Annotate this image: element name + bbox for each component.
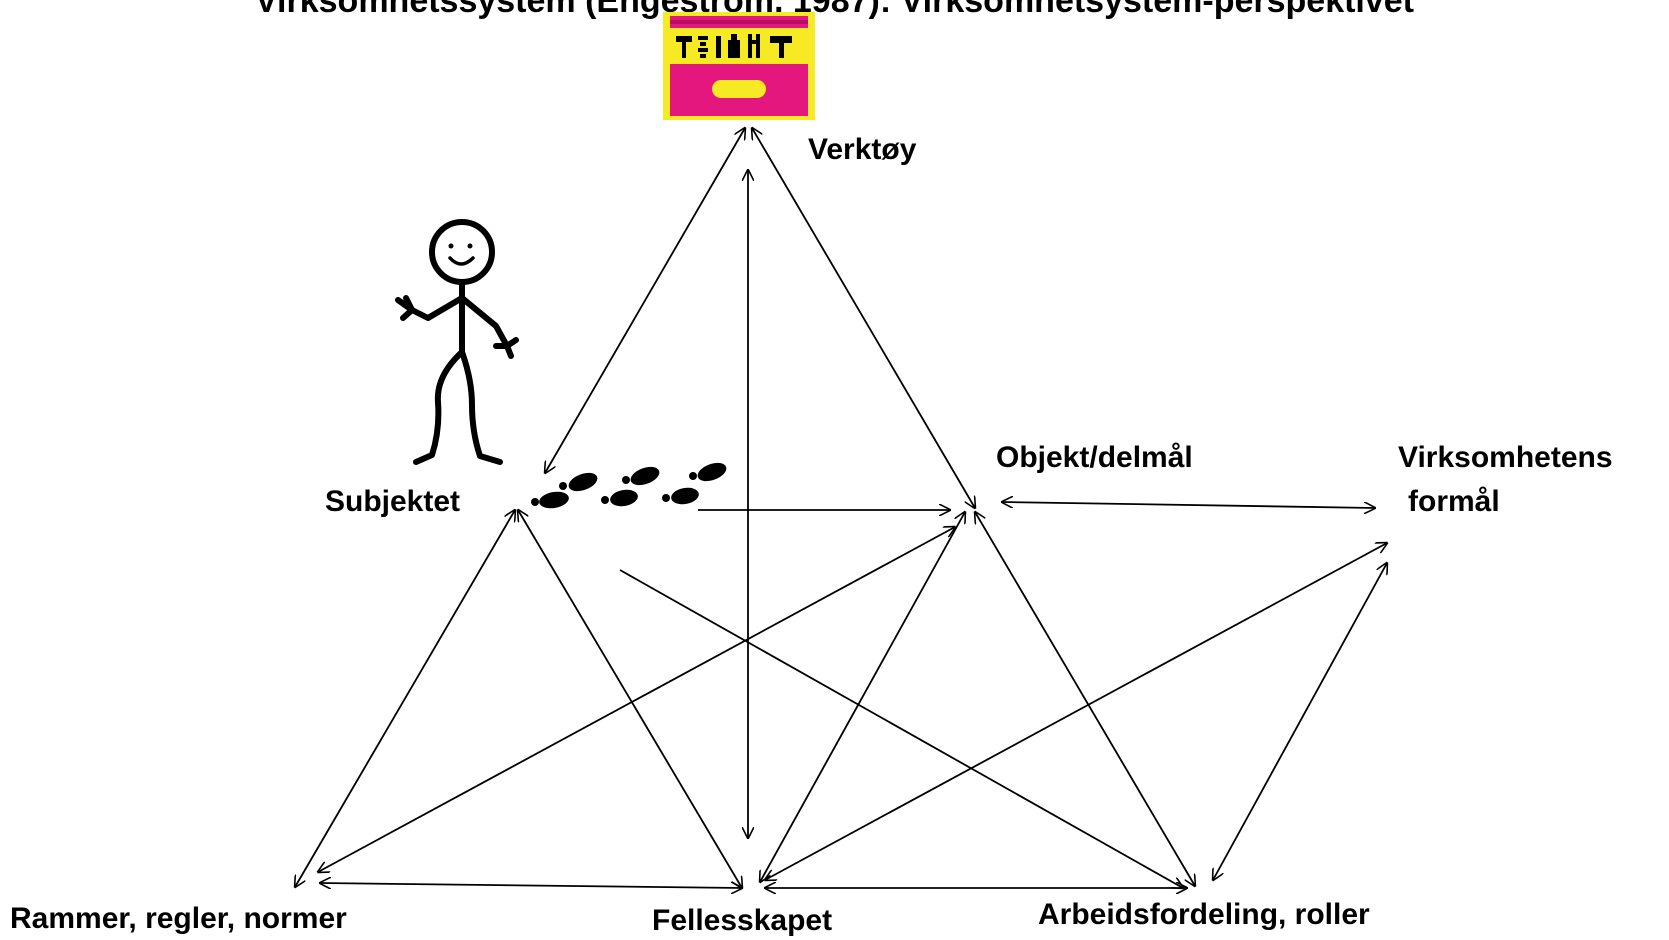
arrow-community-purpose	[765, 543, 1387, 880]
arrow-subject-community	[518, 510, 742, 888]
node-division-label: Arbeidsfordeling, roller	[1038, 898, 1370, 931]
node-community-label: Fellesskapet	[652, 904, 833, 937]
arrow-rules-community	[320, 883, 742, 888]
node-tools-label: Verktøy	[808, 133, 917, 166]
edges	[295, 128, 1387, 888]
stick-figure-icon	[395, 219, 519, 465]
arrow-object-division	[975, 512, 1195, 886]
node-subject-label: Subjektet	[325, 485, 461, 518]
diagram-title: Virksomhetssystem (Engeström, 1987): Vir…	[254, 0, 1415, 20]
arrow-rules-subject	[295, 510, 515, 887]
node-purpose-label-2: formål	[1408, 485, 1500, 518]
footprints-icon	[531, 462, 727, 509]
toolbox-icon	[663, 12, 815, 120]
arrow-subject-division	[619, 569, 1183, 888]
node-rules-label: Rammer, regler, normer	[10, 902, 347, 935]
arrow-division-purpose	[1213, 563, 1387, 880]
node-object-label: Objekt/delmål	[996, 441, 1193, 474]
arrow-tools-object	[752, 128, 975, 508]
node-purpose-label-1: Virksomhetens	[1398, 441, 1613, 474]
arrow-subject-tools	[545, 128, 745, 473]
arrow-object-purpose	[1002, 502, 1375, 508]
